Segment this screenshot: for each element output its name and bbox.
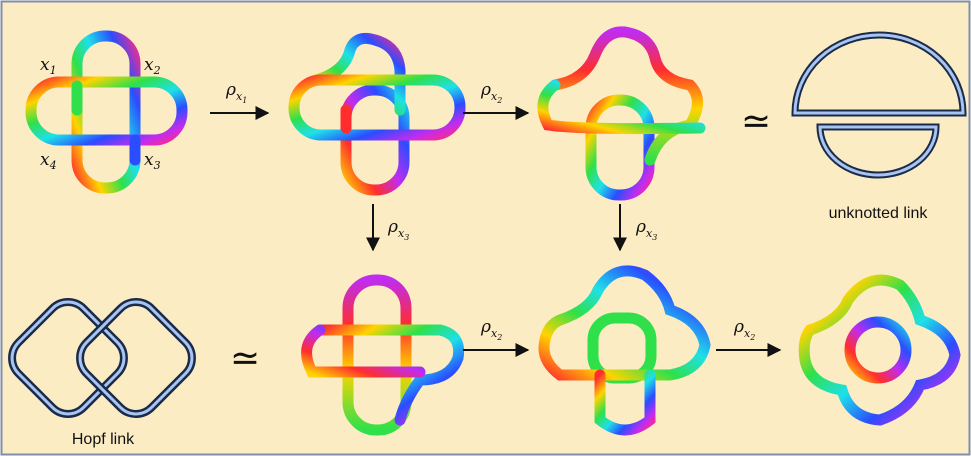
unknotted-link-icon bbox=[791, 31, 967, 179]
arrow-base: ρ bbox=[635, 217, 646, 237]
knot-step-x3-b bbox=[538, 265, 711, 436]
arrow-sub-base: x bbox=[236, 90, 243, 103]
arrow-label-a6: ρx2 bbox=[733, 317, 755, 342]
caption-hopf-link: Hopf link bbox=[72, 431, 135, 448]
caption-unknotted-link: unknotted link bbox=[829, 205, 929, 222]
rainbow-knot-icon bbox=[537, 26, 706, 201]
rainbow-knot-icon bbox=[25, 30, 188, 194]
arrow-sub-base: x bbox=[744, 327, 751, 340]
corner-label-2: x2 bbox=[144, 55, 161, 77]
knot-step-x1 bbox=[288, 32, 466, 196]
corner-sub: 3 bbox=[154, 159, 161, 172]
knot-initial: x1 x2 x3 x4 bbox=[25, 30, 188, 194]
knot-step-x2 bbox=[537, 26, 706, 201]
arrow-base: ρ bbox=[480, 80, 491, 100]
arrow-sub-base: x bbox=[398, 227, 405, 240]
equivalence-symbol-top: ≃ bbox=[741, 101, 771, 142]
arrow-sub-index: 1 bbox=[242, 96, 247, 105]
arrow-base: ρ bbox=[733, 317, 744, 337]
corner-sub: 4 bbox=[49, 159, 57, 172]
arrow-label-a1: ρx1 bbox=[225, 80, 247, 105]
arrow-sub-base: x bbox=[491, 327, 498, 340]
equivalence-symbol-bottom: ≃ bbox=[230, 338, 260, 379]
arrow-base: ρ bbox=[387, 217, 398, 237]
corner-base: x bbox=[144, 55, 154, 75]
arrow-sub-base: x bbox=[646, 227, 653, 240]
corner-sub: 1 bbox=[50, 64, 57, 77]
rainbow-knot-icon bbox=[301, 274, 465, 436]
knot-step-x3-a bbox=[301, 274, 465, 436]
corner-base: x bbox=[40, 55, 50, 75]
arrow-label-a4: ρx3 bbox=[635, 217, 657, 242]
hopf-link-icon bbox=[8, 298, 196, 418]
corner-base: x bbox=[144, 150, 154, 170]
arrow-sub-index: 2 bbox=[496, 333, 502, 342]
arrow-sub-base: x bbox=[491, 90, 498, 103]
arrow-base: ρ bbox=[480, 317, 491, 337]
unknotted-link: unknotted link bbox=[791, 31, 967, 222]
arrow-sub-index: 3 bbox=[652, 233, 657, 242]
corner-label-4: x4 bbox=[40, 150, 57, 172]
hopf-link: Hopf link bbox=[8, 298, 196, 448]
arrow-label-a5: ρx2 bbox=[480, 317, 502, 342]
arrow-base: ρ bbox=[225, 80, 236, 100]
rainbow-knot-icon bbox=[288, 32, 466, 196]
rainbow-knot-icon bbox=[538, 265, 711, 436]
corner-sub: 2 bbox=[153, 64, 161, 77]
arrow-label-a2: ρx2 bbox=[480, 80, 502, 105]
corner-label-3: x3 bbox=[144, 150, 161, 172]
arrow-sub-index: 2 bbox=[749, 333, 755, 342]
arrow-label-a3: ρx3 bbox=[387, 217, 409, 242]
knot-final bbox=[798, 274, 961, 426]
arrow-sub-index: 3 bbox=[404, 233, 409, 242]
arrow-sub-index: 2 bbox=[496, 96, 502, 105]
rainbow-knot-icon bbox=[798, 274, 961, 426]
corner-base: x bbox=[40, 150, 50, 170]
corner-label-1: x1 bbox=[40, 55, 57, 77]
